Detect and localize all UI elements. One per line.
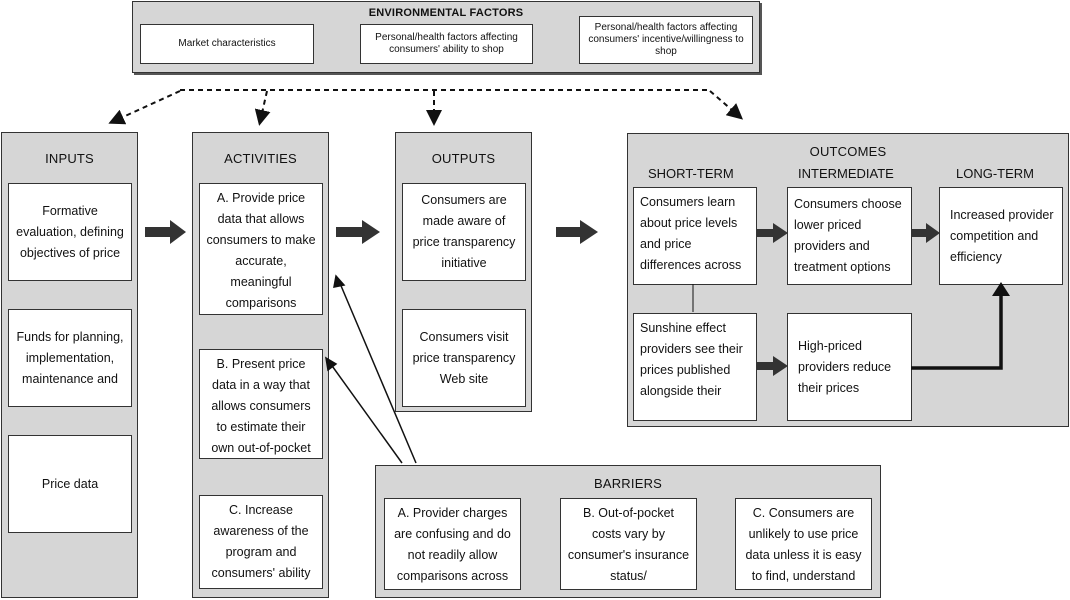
outcomes-title: OUTCOMES — [809, 144, 887, 159]
outcome-long-term-competition: Increased provider competition and effic… — [939, 187, 1063, 285]
intermediate-label: INTERMEDIATE — [798, 166, 894, 181]
outputs-panel: OUTPUTS Consumers are made aware of pric… — [395, 132, 532, 412]
input-formative-evaluation: Formative evaluation, defining objective… — [8, 183, 132, 281]
activities-title: ACTIVITIES — [224, 151, 297, 166]
output-aware: Consumers are made aware of price transp… — [402, 183, 526, 281]
environmental-factors-panel: ENVIRONMENTAL FACTORS Market characteris… — [132, 1, 760, 73]
inputs-title: INPUTS — [45, 151, 94, 166]
arrow-inputs-to-activities — [145, 220, 186, 244]
barrier-c: C. Consumers are unlikely to use price d… — [735, 498, 872, 590]
barrier-b: B. Out-of-pocket costs vary by consumer'… — [560, 498, 697, 590]
environmental-dashed-connectors — [108, 89, 744, 126]
barrier-a: A. Provider charges are confusing and do… — [384, 498, 521, 590]
outcome-intermediate-reduce: High-priced providers reduce their price… — [787, 313, 912, 421]
barriers-title: BARRIERS — [593, 476, 663, 491]
environmental-factors-title: ENVIRONMENTAL FACTORS — [368, 7, 524, 19]
env-factor-ability: Personal/health factors affecting consum… — [360, 24, 533, 64]
env-factor-market: Market characteristics — [140, 24, 314, 64]
output-visit: Consumers visit price transparency Web s… — [402, 309, 526, 407]
input-price-data: Price data — [8, 435, 132, 533]
activity-c: C. Increase awareness of the program and… — [199, 495, 323, 589]
inputs-panel: INPUTS Formative evaluation, defining ob… — [1, 132, 138, 598]
short-term-label: SHORT-TERM — [648, 166, 734, 181]
outcome-short-term-sunshine: Sunshine effect providers see their pric… — [633, 313, 757, 421]
barriers-panel: BARRIERS A. Provider charges are confusi… — [375, 465, 881, 598]
activity-a: A. Provide price data that allows consum… — [199, 183, 323, 315]
outcome-short-term-learn: Consumers learn about price levels and p… — [633, 187, 757, 285]
input-funds: Funds for planning, implementation, main… — [8, 309, 132, 407]
activity-b: B. Present price data in a way that allo… — [199, 349, 323, 459]
arrow-activities-to-outputs — [336, 220, 380, 244]
outcomes-panel: OUTCOMES SHORT-TERM INTERMEDIATE LONG-TE… — [627, 133, 1069, 427]
activities-panel: ACTIVITIES A. Provide price data that al… — [192, 132, 329, 598]
outcome-intermediate-choose: Consumers choose lower priced providers … — [787, 187, 912, 285]
arrow-outputs-to-outcomes — [556, 220, 598, 244]
env-factor-incentive: Personal/health factors affecting consum… — [579, 16, 753, 64]
long-term-label: LONG-TERM — [956, 166, 1034, 181]
outputs-title: OUTPUTS — [431, 151, 496, 166]
